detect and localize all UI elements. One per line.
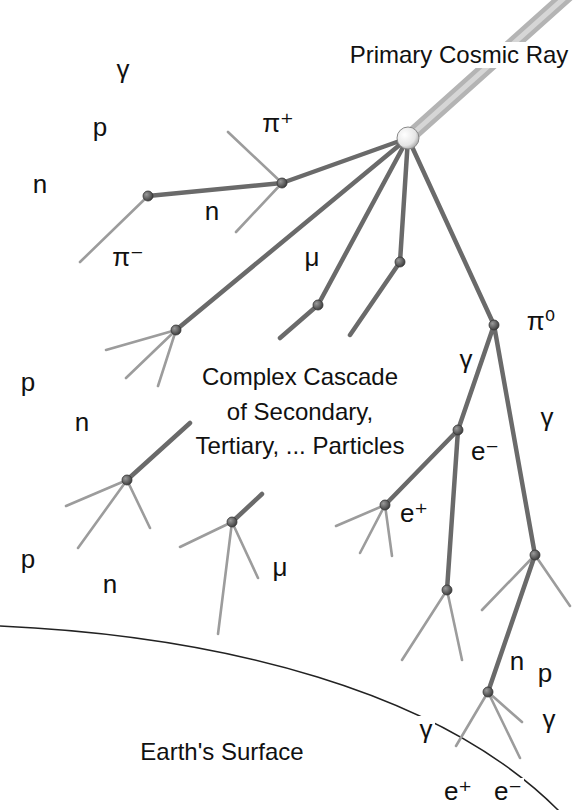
- particle-label: n: [101, 571, 119, 598]
- particle-label: p: [536, 660, 554, 687]
- interaction-dot: [442, 585, 452, 595]
- interaction-dot: [227, 517, 237, 527]
- surface-label: Earth's Surface: [138, 739, 305, 764]
- particle-label: p: [19, 369, 37, 396]
- particle-label: π⁺: [260, 110, 296, 137]
- particle-label: μ: [271, 554, 290, 581]
- interaction-dot: [489, 320, 499, 330]
- interaction-dot: [530, 550, 540, 560]
- particle-label: μ: [303, 244, 322, 271]
- primary-ray-highlight: [408, 0, 576, 138]
- particle-label: n: [73, 409, 91, 436]
- particle-label: π⁻: [110, 244, 146, 271]
- cascade-note: Complex Cascade of Secondary, Tertiary, …: [192, 360, 408, 464]
- particle-label: e⁻: [469, 438, 501, 465]
- secondary-track: [66, 132, 570, 758]
- interaction-dot: [171, 325, 181, 335]
- particle-label: p: [19, 546, 37, 573]
- interaction-dot: [122, 475, 132, 485]
- primary-ray-beam: [408, 0, 576, 138]
- interaction-points: [122, 178, 540, 697]
- particle-label: n: [508, 648, 526, 675]
- interaction-dot: [143, 191, 153, 201]
- earth-surface: [0, 626, 560, 810]
- interaction-dot: [313, 300, 323, 310]
- particle-label: e⁺: [442, 778, 474, 805]
- particle-label: n: [31, 171, 49, 198]
- primary-track: [127, 138, 535, 692]
- particle-label: p: [91, 114, 109, 141]
- particle-label: e⁺: [398, 500, 430, 527]
- interaction-dot: [453, 425, 463, 435]
- particle-label: γ: [539, 404, 556, 431]
- interaction-dot: [380, 500, 390, 510]
- particle-label: γ: [418, 716, 435, 743]
- particle-label: γ: [541, 706, 558, 733]
- title-label: Primary Cosmic Ray: [348, 42, 571, 67]
- interaction-dot: [277, 178, 287, 188]
- interaction-dot: [395, 257, 405, 267]
- particle-label: π⁰: [525, 308, 557, 335]
- particle-label: γ: [458, 346, 475, 373]
- interaction-dot: [483, 687, 493, 697]
- particle-label: n: [203, 198, 221, 225]
- primary-collision: [397, 127, 419, 149]
- particle-label: γ: [115, 56, 132, 83]
- particle-label: e⁻: [492, 778, 524, 805]
